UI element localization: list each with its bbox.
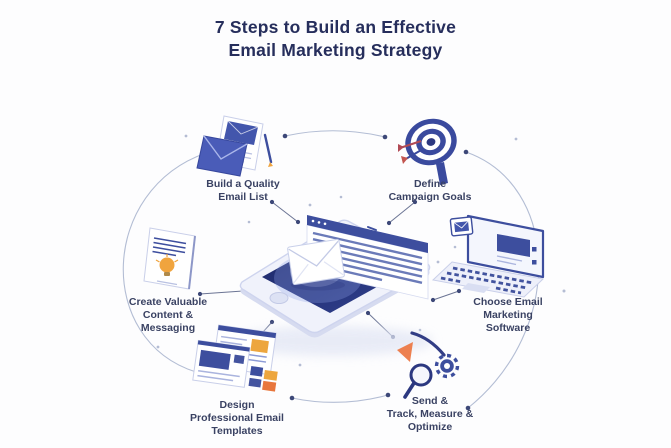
phone-shadow xyxy=(233,326,433,356)
email-badge-icon xyxy=(449,216,474,237)
lightbulb-icon xyxy=(159,257,175,273)
step-label-line: Professional Email xyxy=(190,412,284,425)
envelope-icon xyxy=(287,238,345,286)
laptop-icon xyxy=(431,214,545,298)
step-label-build-email-list: Build a Quality Email List xyxy=(206,178,280,204)
step-label-design-email-templates: Design Professional Email Templates xyxy=(190,399,284,438)
step-label-line: Marketing xyxy=(483,309,533,322)
step-label-line: Define xyxy=(413,178,447,190)
step-label-line: Create Valuable xyxy=(128,296,208,308)
content-doc-icon xyxy=(143,227,196,290)
front-template-card xyxy=(192,339,251,388)
title-line-2: Email Marketing Strategy xyxy=(228,40,443,61)
page-title: 7 Steps to Build an Effective Email Mark… xyxy=(0,16,671,62)
step-label-line: Design xyxy=(219,399,255,411)
send-triangle-icon xyxy=(397,342,413,362)
step-label-line: Optimize xyxy=(407,421,453,434)
gear-icon xyxy=(434,353,460,379)
step-label-line: Email List xyxy=(218,191,268,204)
connector-dots xyxy=(197,199,462,345)
title-line-1: 7 Steps to Build an Effective xyxy=(214,17,457,37)
step-label-choose-email-software: Choose Email Marketing Software xyxy=(473,296,542,335)
step-label-create-valuable-content: Create Valuable Content & Messaging xyxy=(129,296,207,335)
step-label-line: Messaging xyxy=(140,322,196,335)
step-label-line: Send & xyxy=(411,395,449,407)
step-label-send-track-optimize: Send & Track, Measure & Optimize xyxy=(387,395,473,434)
step-label-line: Track, Measure & xyxy=(386,408,474,421)
step-label-line: Build a Quality xyxy=(206,178,280,190)
step-label-line: Templates xyxy=(211,425,263,438)
step-label-line: Campaign Goals xyxy=(388,191,472,204)
step-label-line: Content & xyxy=(142,309,194,322)
dartboard-icon xyxy=(398,118,457,185)
magnifier-icon xyxy=(403,363,433,399)
email-list-icon xyxy=(196,115,273,177)
touchpad xyxy=(462,283,490,293)
step-label-define-campaign-goals: Define Campaign Goals xyxy=(389,178,472,204)
step-label-line: Software xyxy=(485,322,531,335)
home-button xyxy=(269,292,289,304)
step-label-line: Choose Email xyxy=(473,296,543,308)
analytics-icon xyxy=(397,331,460,399)
templates-icon xyxy=(192,324,278,392)
